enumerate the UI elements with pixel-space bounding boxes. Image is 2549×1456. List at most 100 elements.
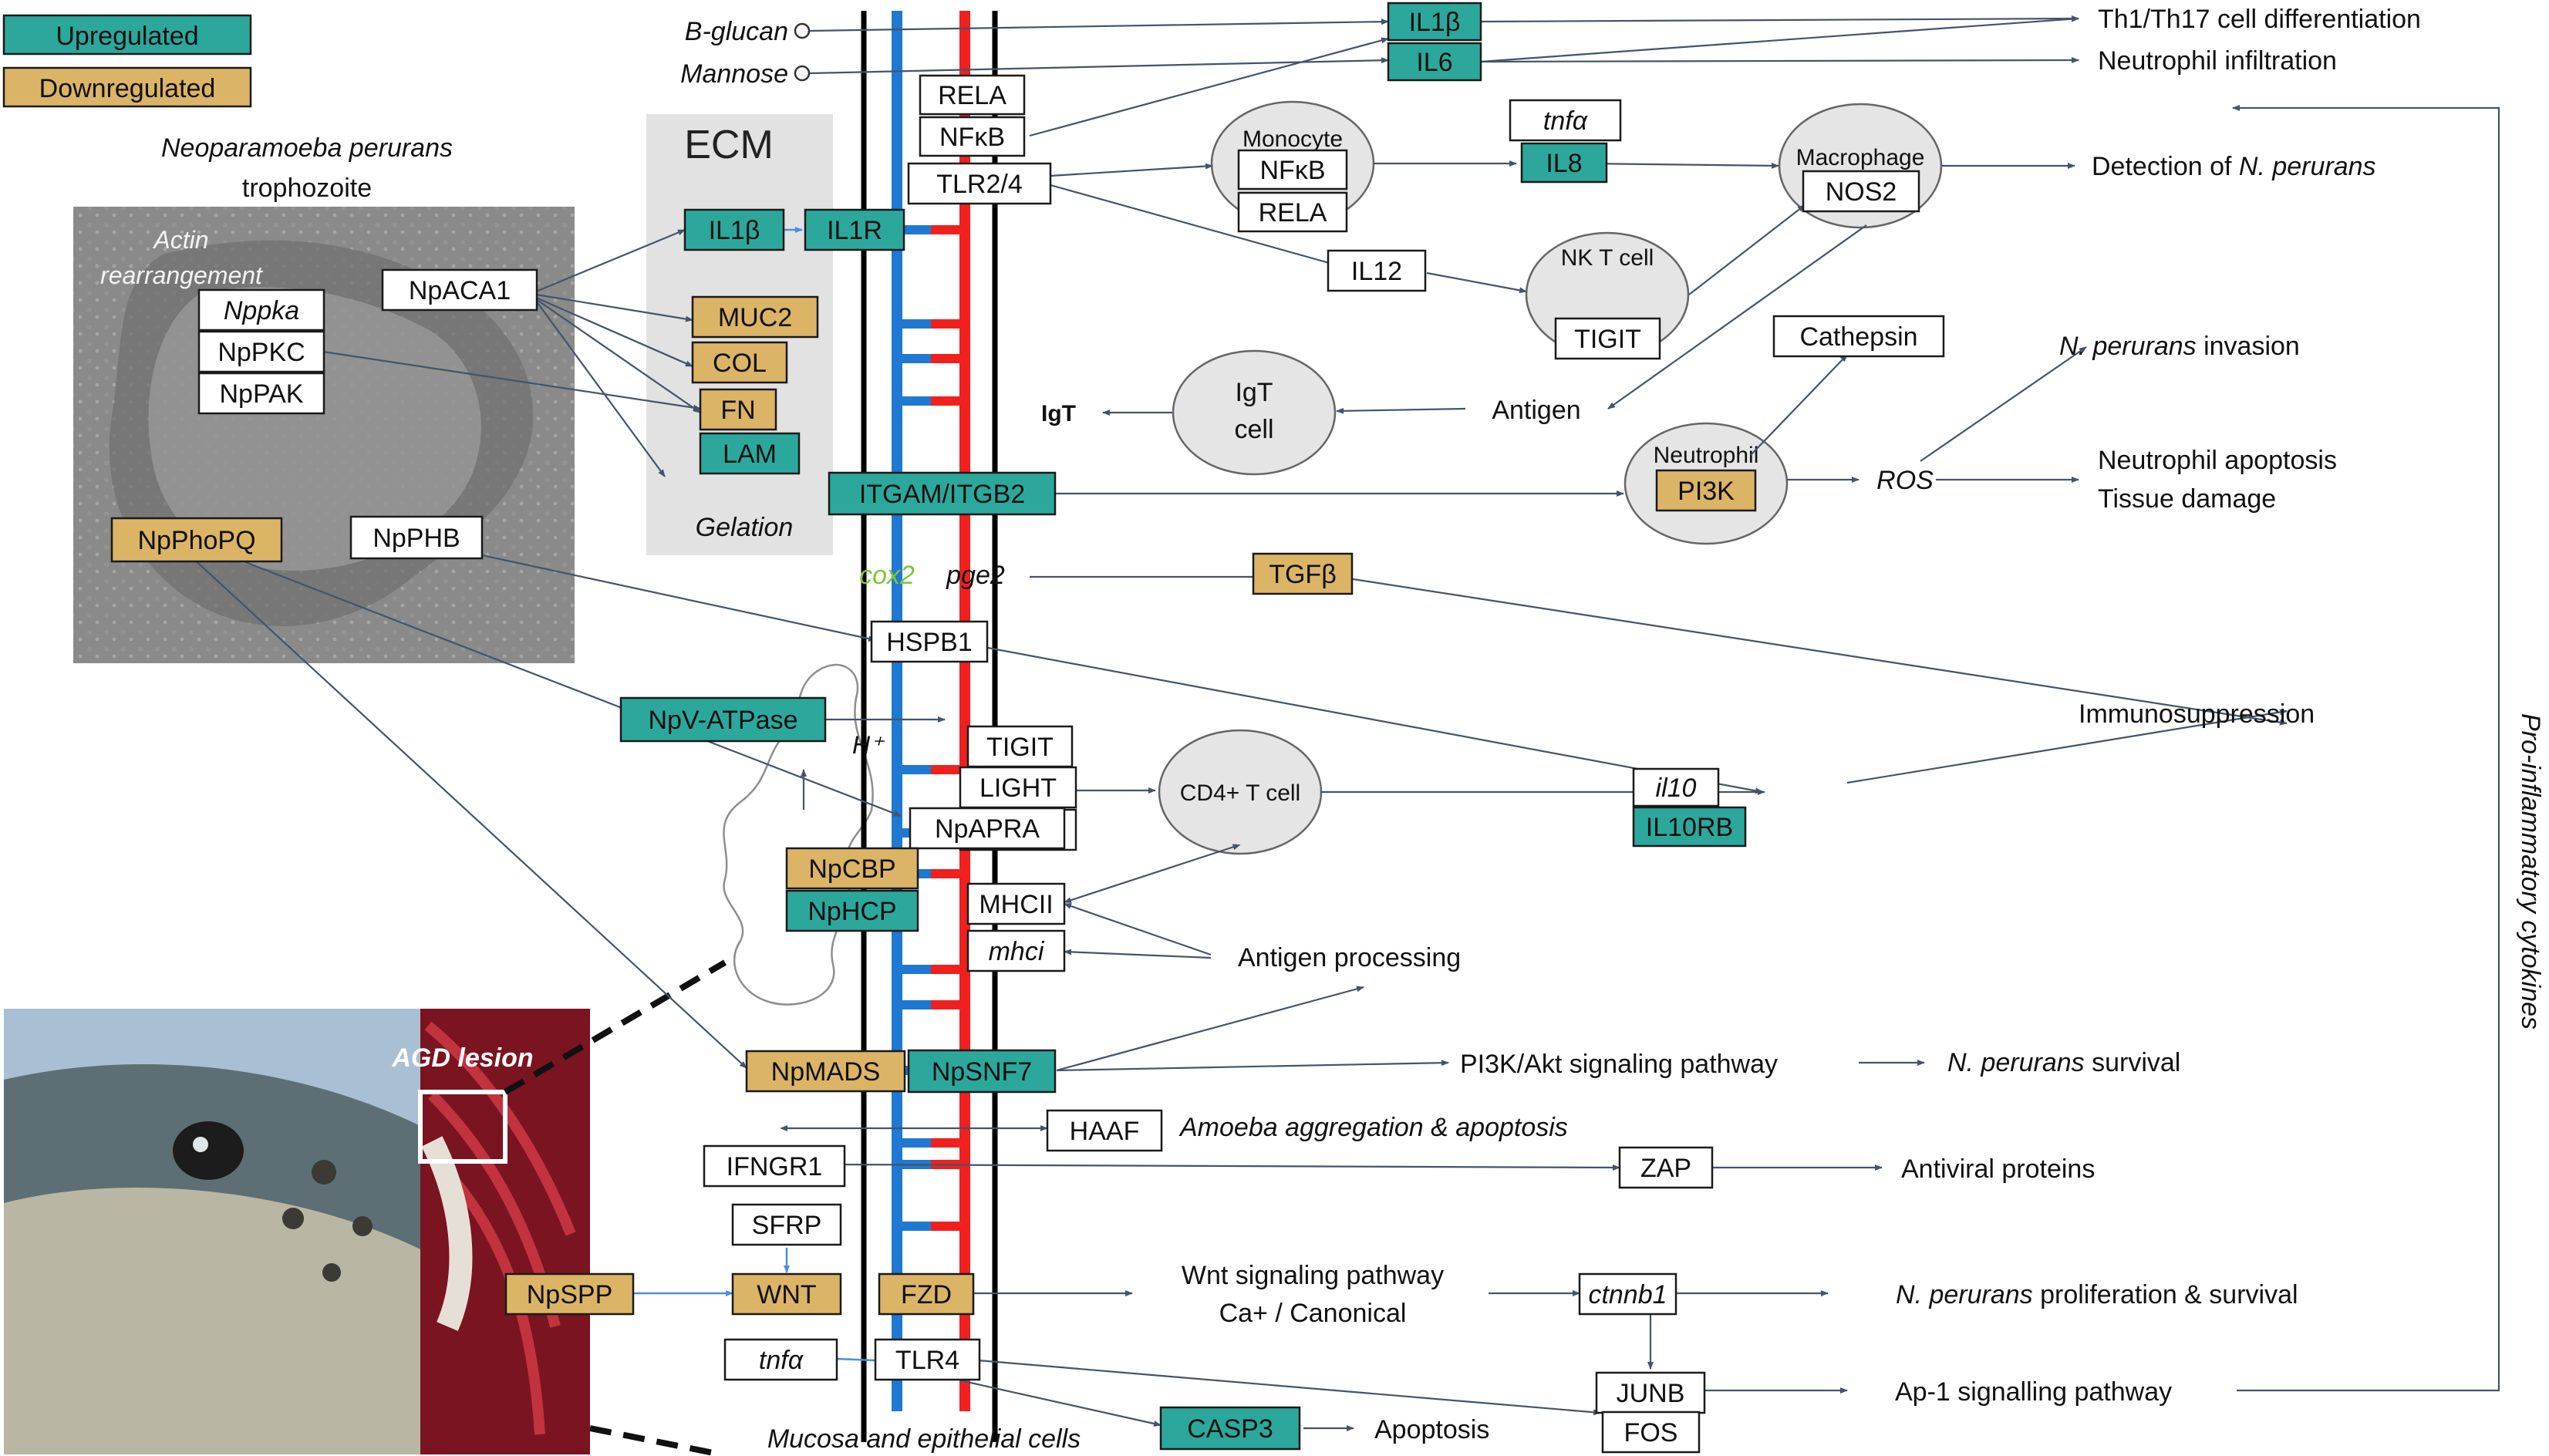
gene-box-rect (1554, 317, 1661, 360)
gene-box-nfkb-top: NFκB (919, 116, 1026, 157)
gene-box-cathepsin: Cathepsin (1772, 315, 1945, 358)
gene-box-rect (110, 517, 283, 563)
gene-box-npphb: NpPHB (349, 515, 484, 560)
gene-box-rect (1802, 170, 1920, 213)
amoeba-title: Neoparamoeba perurans (161, 133, 453, 163)
antiviral-label: Antiviral proteins (1901, 1154, 2095, 1184)
gene-box-rela-mono: RELA (1237, 191, 1348, 233)
neutrophil-label: Neutrophil (1654, 443, 1759, 468)
gene-box-nos2: NOS2 (1802, 170, 1920, 213)
gene-box-rect (1520, 142, 1608, 184)
gene-box-il1b-ecm: IL1β (683, 208, 785, 251)
gene-box-zap: ZAP (1618, 1146, 1714, 1189)
gene-box-tigit-nk: TIGIT (1554, 317, 1661, 360)
amoeba-aggregation-label: Amoeba aggregation & apoptosis (1178, 1113, 1568, 1142)
proinflam-label: Pro-inflammatory cytokines (2516, 713, 2545, 1030)
survival-label: N. perurans survival (1947, 1048, 2180, 1077)
gene-box-rect (870, 620, 989, 663)
invasion-label: N. perurans invasion (2059, 332, 2300, 361)
gene-box-rect (1237, 191, 1348, 233)
gene-box-rect (381, 268, 538, 312)
gene-box-il10: il10 (1632, 767, 1720, 807)
gene-box-lam: LAM (699, 432, 801, 475)
gene-box-rect (966, 882, 1066, 925)
gene-label: il10 (1656, 774, 1697, 803)
gene-box-rect (907, 1049, 1057, 1094)
gene-label: FN (720, 396, 755, 425)
neut-infil-label: Neutrophil infiltration (2098, 46, 2337, 76)
gene-box-rect (723, 1338, 838, 1381)
proliferation-label: N. perurans proliferation & survival (1896, 1280, 2298, 1309)
gene-box-fzd: FZD (878, 1272, 975, 1316)
apoptosis-label: Apoptosis (1374, 1415, 1489, 1444)
gene-label: tnfα (759, 1346, 804, 1375)
gene-box-rect (197, 330, 325, 373)
amoeba-subtitle: trophozoite (242, 174, 372, 203)
gene-box-rect (1601, 1410, 1701, 1454)
gene-label: HAAF (1070, 1117, 1140, 1146)
gene-box-npapra: NpAPRA (909, 807, 1066, 850)
gene-box-npmads: NpMADS (745, 1050, 906, 1093)
gene-label: NpCBP (808, 854, 895, 884)
gene-box-col: COL (691, 341, 788, 384)
mannose-label: Mannose (680, 59, 788, 89)
cd4-label: CD4+ T cell (1180, 780, 1300, 806)
gene-box-rect (785, 889, 919, 932)
gene-label: IL6 (1416, 48, 1452, 77)
gene-box-rect (1632, 767, 1720, 807)
gene-label: NpSPP (527, 1280, 613, 1309)
gene-label: IL12 (1351, 257, 1402, 286)
gene-box-ifngr1: IFNGR1 (703, 1144, 846, 1188)
gene-label: NpAPRA (935, 814, 1040, 844)
gene-box-tlr24: TLR2/4 (907, 162, 1052, 205)
gene-label: NpPhoPQ (137, 526, 255, 555)
gene-box-tgfb: TGFβ (1252, 552, 1354, 595)
gene-box-nfkb-mono: NFκB (1237, 149, 1348, 190)
gene-box-tlr4: TLR4 (874, 1338, 981, 1381)
gene-box-rect (691, 341, 788, 384)
gene-box-rect (1618, 1146, 1714, 1189)
gene-label: TIGIT (1574, 325, 1641, 354)
neut-apop-label-2: Tissue damage (2098, 484, 2276, 514)
gene-box-light: LIGHT (959, 766, 1077, 809)
gene-box-npphopq: NpPhoPQ (110, 517, 283, 563)
gene-box-rect (1632, 806, 1747, 848)
gene-box-npsnf7: NpSNF7 (907, 1049, 1057, 1094)
gene-box-rect (909, 807, 1066, 850)
gene-label: WNT (757, 1280, 816, 1309)
mannose-circle (794, 65, 811, 82)
gene-box-rect (197, 372, 325, 415)
legend-down-label: Downregulated (39, 74, 216, 103)
gene-label: JUNB (1617, 1379, 1685, 1408)
arrows (191, 15, 2500, 1431)
gene-label: ctnnb1 (1588, 1280, 1667, 1309)
gene-box-rect (874, 1338, 981, 1381)
actin-label-1: Actin (152, 226, 208, 254)
gene-box-il12: IL12 (1327, 249, 1427, 292)
macrophage-label: Macrophage (1796, 145, 1925, 170)
gene-box-rect (1252, 552, 1354, 595)
wnt-path-label-1: Wnt signaling pathway (1182, 1261, 1444, 1290)
gene-box-rect (619, 696, 827, 743)
gene-label: TLR2/4 (936, 170, 1023, 199)
gene-box-rect (699, 388, 777, 431)
gene-label: NpPKC (217, 338, 305, 367)
gene-box-rect (1327, 249, 1427, 292)
gene-box-rect (504, 1272, 635, 1316)
gene-label: ZAP (1640, 1154, 1691, 1183)
immunosuppression-label: Immunosuppression (2079, 699, 2315, 729)
gene-label: Cathepsin (1799, 322, 1917, 352)
gene-box-itgam: ITGAM/ITGB2 (828, 471, 1057, 516)
gene-box-npspp: NpSPP (504, 1272, 635, 1316)
gene-label: NFκB (1260, 156, 1326, 185)
gene-box-rect (919, 74, 1026, 116)
gene-box-rect (197, 288, 325, 332)
gene-label: IL1β (1409, 8, 1461, 37)
gene-box-sfrp: SFRP (731, 1203, 842, 1246)
gene-label: NpACA1 (409, 276, 511, 305)
th-diff-label: Th1/Th17 cell differentiation (2098, 5, 2421, 34)
gene-box-nppkc: NpPKC (197, 330, 325, 373)
gene-box-nppka: Nppka (197, 288, 325, 332)
gene-label: FZD (901, 1280, 952, 1309)
